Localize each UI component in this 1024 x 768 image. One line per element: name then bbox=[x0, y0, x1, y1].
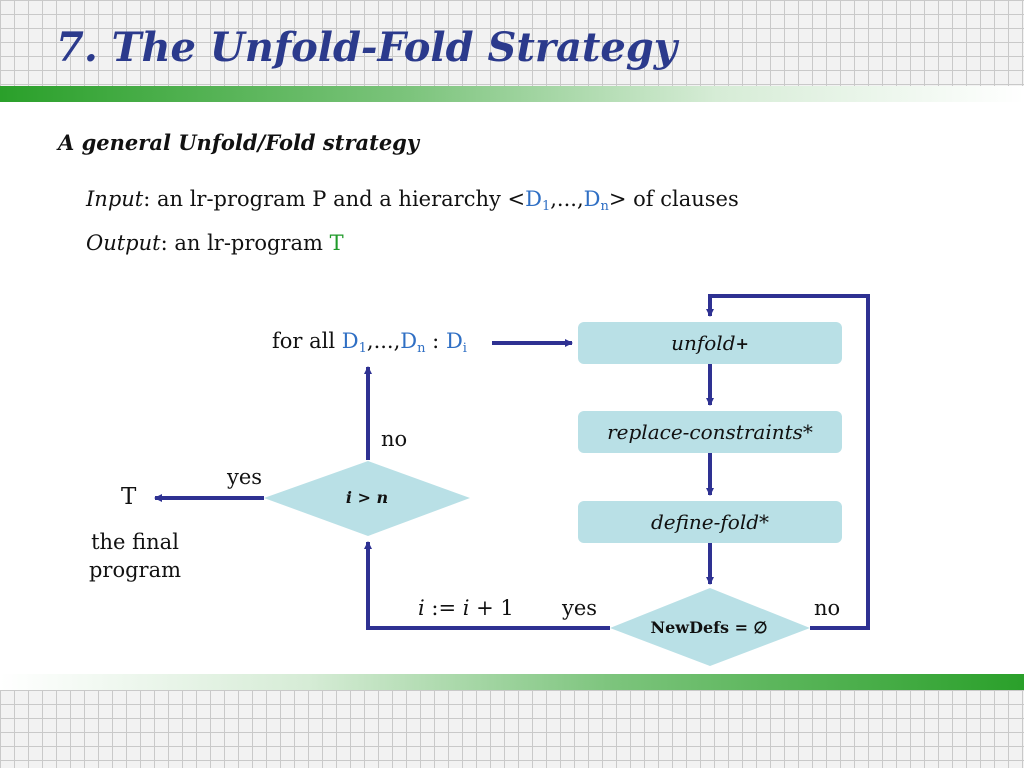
result-program: T bbox=[121, 484, 137, 510]
define-label: define-fold bbox=[650, 510, 760, 534]
input-text: : an lr-program P and a hierarchy < bbox=[143, 187, 526, 211]
input-d1: D1 bbox=[525, 187, 551, 214]
newdefs-condition-label: NewDefs = ∅ bbox=[650, 618, 768, 637]
replace-suffix: * bbox=[802, 420, 813, 444]
edge-label-i-yes: yes bbox=[227, 465, 263, 489]
output-text: : an lr-program bbox=[160, 231, 330, 255]
replace-label: replace-constraints bbox=[607, 420, 803, 444]
header-grid-pattern bbox=[0, 0, 1024, 86]
edge-label-newdefs-yes: yes bbox=[562, 596, 598, 620]
i-condition-label: i > n bbox=[345, 488, 389, 507]
input-description: Input: an lr-program P and a hierarchy <… bbox=[86, 187, 739, 214]
output-program: T bbox=[329, 231, 344, 255]
edge-label-newdefs-no: no bbox=[814, 596, 841, 620]
i-gt-n-decision bbox=[264, 461, 470, 536]
output-description: Output: an lr-program T bbox=[86, 231, 344, 255]
define-suffix: * bbox=[759, 510, 770, 534]
unfold-label: unfold bbox=[671, 331, 736, 355]
define-fold-step: define-fold * bbox=[578, 501, 842, 543]
result-caption-line1: the final bbox=[91, 530, 179, 554]
output-label: Output bbox=[86, 231, 161, 255]
result-caption-line2: program bbox=[88, 558, 182, 582]
arrow-newdefs-no-loop bbox=[706, 294, 870, 630]
increment-label: i := i + 1 bbox=[418, 596, 514, 620]
slide-subtitle: A general Unfold/Fold strategy bbox=[58, 130, 420, 155]
slide-body bbox=[0, 102, 1024, 674]
input-ellipsis: ,..., bbox=[550, 187, 584, 211]
input-dn: Dn bbox=[583, 187, 609, 214]
for-all-label: for all D1,...,Dn : Di bbox=[272, 329, 467, 356]
replace-constraints-step: replace-constraints * bbox=[578, 411, 842, 453]
footer-grid-pattern bbox=[0, 690, 1024, 768]
edge-label-i-no: no bbox=[381, 427, 408, 451]
arrow-newdefs-yes-to-condition bbox=[364, 541, 610, 630]
slide-title: 7. The Unfold-Fold Strategy bbox=[56, 24, 677, 71]
header-green-band bbox=[0, 86, 1024, 102]
newdefs-decision bbox=[610, 588, 810, 666]
input-label: Input bbox=[86, 187, 144, 211]
footer-green-band bbox=[0, 674, 1024, 690]
unfold-step: unfold + bbox=[578, 322, 842, 364]
unfold-suffix: + bbox=[735, 333, 749, 353]
input-text-after: > of clauses bbox=[608, 187, 739, 211]
